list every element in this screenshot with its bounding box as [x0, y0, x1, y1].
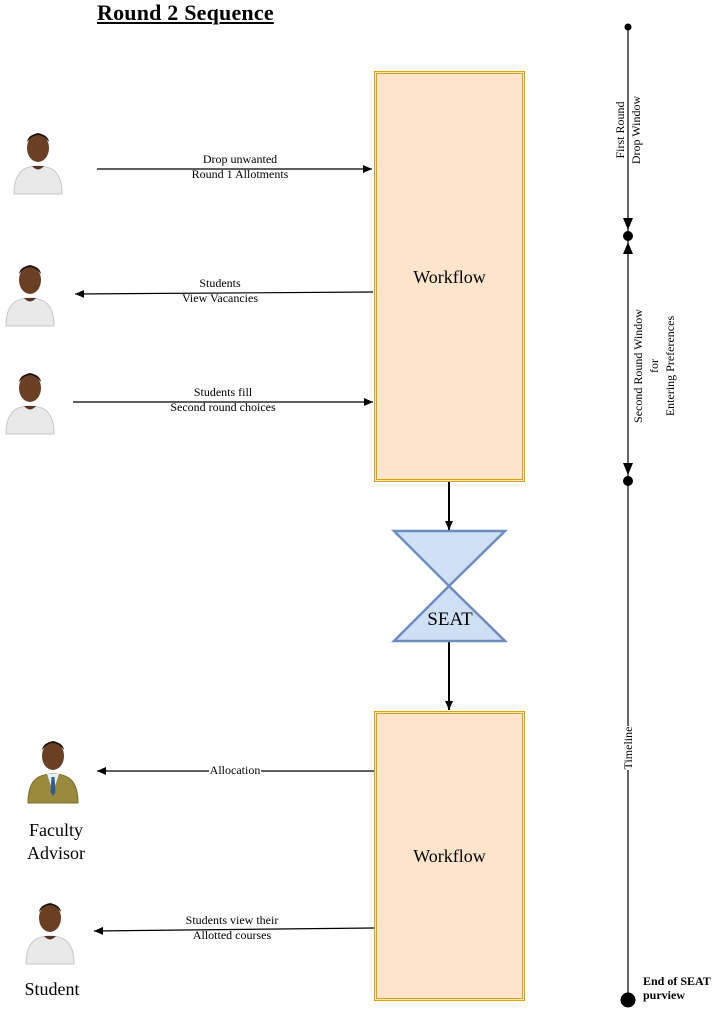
second-window-line-3: Entering Preferences — [663, 315, 677, 417]
first-window-label: First Round Drop Window — [612, 70, 644, 190]
second-window-label: Second Round Window for Entering Prefere… — [630, 266, 678, 466]
diagram-title: Round 2 Sequence — [97, 0, 274, 25]
timeline-round2-dot — [623, 231, 633, 241]
choices-message-line-2: Second round choices — [170, 400, 276, 414]
view-allotted-arrow — [93, 926, 375, 935]
drop-message: Drop unwanted Round 1 Allotments — [160, 152, 320, 182]
second-window-arrowhead-bottom — [623, 463, 633, 475]
drop-message-line-2: Round 1 Allotments — [191, 167, 289, 181]
seat-label: SEAT — [427, 609, 473, 630]
workflow-label-bottom: Workflow — [413, 846, 486, 866]
view-allotted-message: Students view their Allotted courses — [152, 913, 312, 943]
timeline-mid-dot — [623, 476, 633, 486]
vacancies-message-line-1: Students — [199, 276, 241, 290]
drop-message-line-1: Drop unwanted — [202, 152, 278, 166]
vacancies-arrow — [74, 289, 374, 298]
second-window-arrowhead-top — [623, 242, 633, 254]
timeline-start-dot — [624, 23, 632, 31]
first-window-arrowhead — [623, 218, 633, 230]
vacancies-message: Students View Vacancies — [150, 276, 290, 306]
view-allotted-line-1: Students view their — [185, 913, 279, 927]
student-avatar-icon — [13, 133, 63, 195]
student-label: Student — [24, 979, 80, 999]
timeline-end-dot — [620, 992, 636, 1008]
student-avatar-icon — [5, 373, 55, 435]
timeline-label: Timeline — [620, 708, 636, 788]
end-label-line-1: End of SEAT — [643, 974, 711, 988]
view-allotted-line-2: Allotted courses — [192, 928, 272, 942]
faculty-advisor-label: Faculty Advisor — [14, 819, 98, 865]
vacancies-message-line-2: View Vacancies — [181, 291, 259, 305]
allocation-label: Allocation — [208, 763, 262, 777]
seat-shape-bottom — [390, 584, 509, 643]
first-window-line-1: First Round — [613, 101, 627, 159]
second-window-line-2: for — [647, 359, 661, 373]
faculty-advisor-avatar-icon — [27, 741, 79, 804]
student-avatar-icon — [25, 903, 75, 965]
end-label-line-2: purview — [643, 988, 685, 1002]
end-of-seat-label: End of SEAT purview — [643, 974, 711, 1002]
first-window-line-2: Drop Window — [629, 95, 643, 165]
allocation-message: Allocation — [200, 763, 270, 778]
workflow-box-bottom: Workflow — [374, 711, 525, 1001]
choices-message: Students fill Second round choices — [143, 385, 303, 415]
workflow-label-top: Workflow — [413, 267, 486, 287]
student-avatar-icon — [5, 265, 55, 327]
timeline-label-text: Timeline — [621, 725, 635, 771]
second-window-line-1: Second Round Window — [631, 309, 645, 423]
seat-shape — [390, 529, 509, 588]
choices-message-line-1: Students fill — [193, 385, 253, 399]
faculty-label-line-2: Advisor — [27, 843, 85, 863]
workflow-box-top: Workflow — [374, 71, 525, 482]
faculty-label-line-1: Faculty — [29, 820, 83, 840]
